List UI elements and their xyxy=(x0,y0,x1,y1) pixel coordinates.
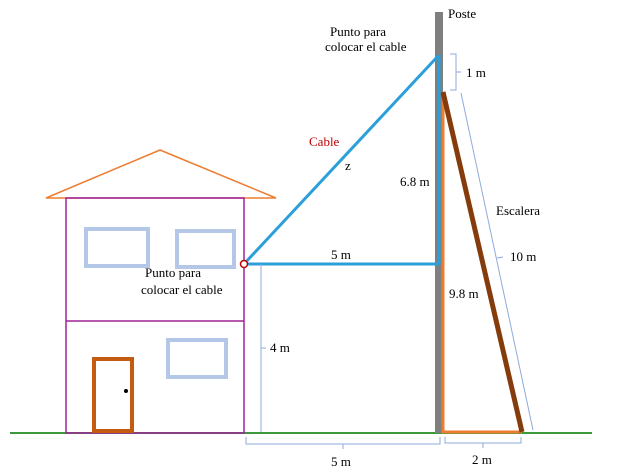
ladder-label: Escalera xyxy=(496,203,540,218)
house-point-label-line1: Punto para xyxy=(145,265,201,280)
ladder-length-label: 10 m xyxy=(510,249,536,264)
ground-distance-brace xyxy=(245,437,441,449)
pole-label: Poste xyxy=(448,6,476,21)
ladder-length-tick xyxy=(496,256,504,259)
ladder-height-label: 9.8 m xyxy=(449,286,479,301)
top-point-label-line2: colocar el cable xyxy=(325,39,407,54)
window-upper-left xyxy=(84,227,150,268)
ladder-triangle-outline xyxy=(441,93,522,434)
house-point-label-line2: colocar el cable xyxy=(141,282,223,297)
top-point-label-line1: Punto para xyxy=(330,24,386,39)
ladder xyxy=(440,91,525,433)
window-lower xyxy=(166,338,228,379)
house-roof xyxy=(45,149,277,199)
one-meter-brace xyxy=(450,53,461,91)
one-meter-label: 1 m xyxy=(466,65,486,80)
cable-label: Cable xyxy=(309,134,340,149)
house-walls xyxy=(65,197,245,434)
house-height-label: 4 m xyxy=(270,340,290,355)
z-label: z xyxy=(345,158,351,173)
ladder-length-dimension xyxy=(460,92,534,431)
ground-distance-label: 5 m xyxy=(331,454,351,469)
ladder-base-brace xyxy=(444,437,522,448)
door xyxy=(92,357,134,433)
ladder-base-label: 2 m xyxy=(472,452,492,467)
house-attach-point xyxy=(239,259,249,269)
house xyxy=(45,149,277,434)
window-upper-right xyxy=(175,229,236,269)
pole-segment-label: 6.8 m xyxy=(400,174,430,189)
cable-diagonal xyxy=(242,53,441,266)
horizontal-cable-label: 5 m xyxy=(331,247,351,262)
door-knob xyxy=(124,389,128,393)
